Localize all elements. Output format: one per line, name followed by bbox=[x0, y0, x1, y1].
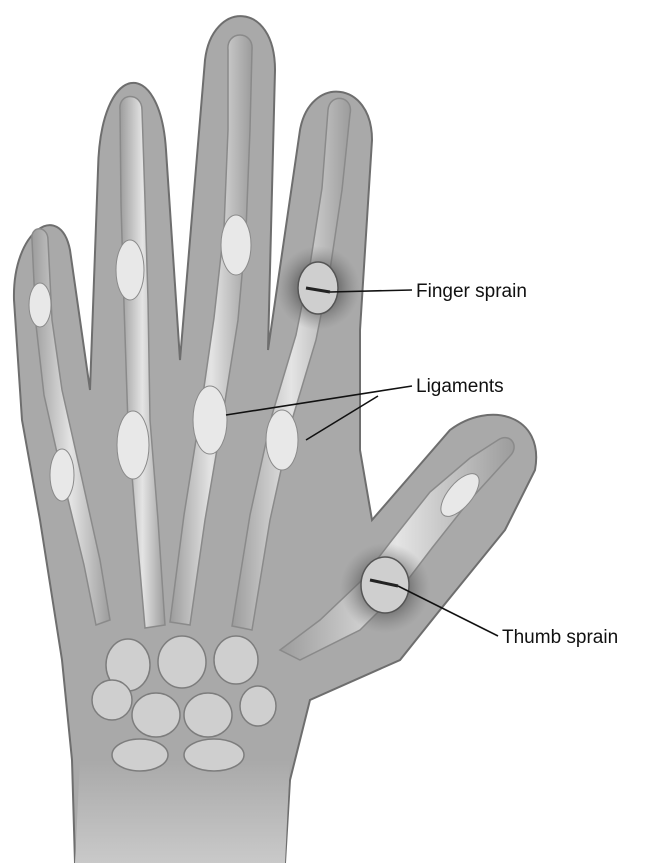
finger-sprain-joint bbox=[298, 262, 338, 314]
finger-sprain-label: Finger sprain bbox=[416, 281, 527, 302]
thumb-sprain-joint bbox=[361, 557, 409, 613]
wrist-skin bbox=[75, 760, 290, 863]
ligaments-label: Ligaments bbox=[416, 376, 504, 397]
thumb-sprain-label: Thumb sprain bbox=[502, 627, 618, 648]
